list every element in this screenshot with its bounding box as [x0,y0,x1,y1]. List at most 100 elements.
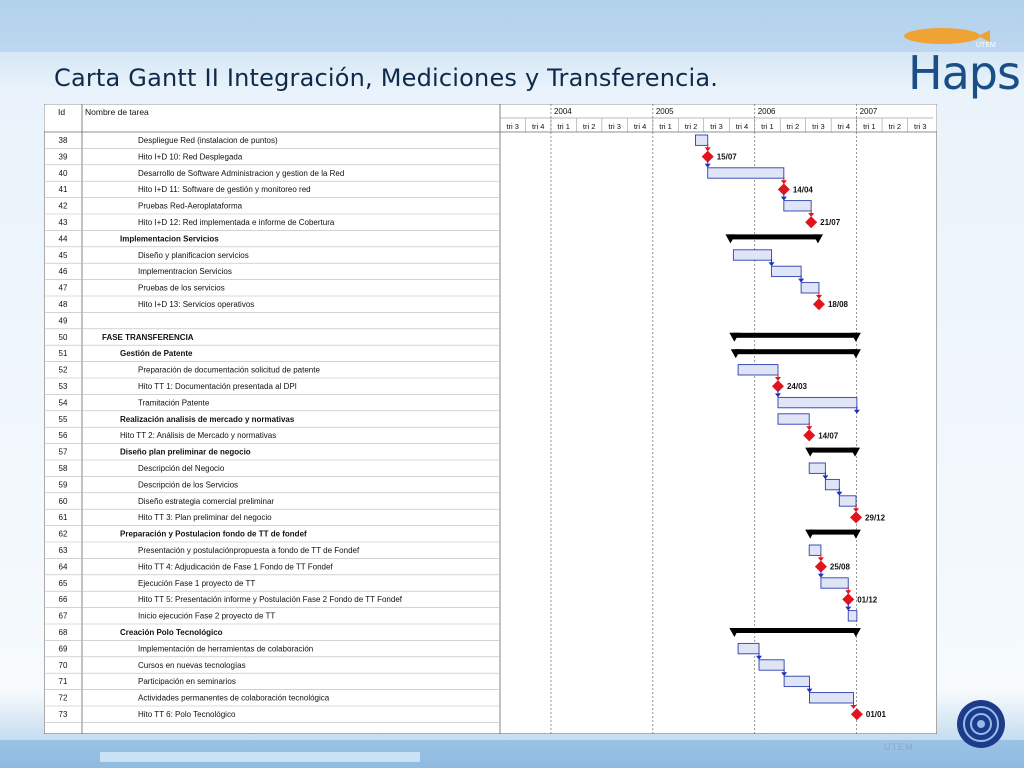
quarter-label: tri 1 [863,122,876,131]
year-label: 2007 [860,107,878,116]
task-name: Pruebas de los servicios [138,284,225,293]
task-name: Pruebas Red-Aeroplataforma [138,202,243,211]
quarter-label: tri 3 [710,122,723,131]
milestone-date-label: 29/12 [865,513,886,522]
task-name: Hito TT 3: Plan preliminar del negocio [138,513,272,522]
dependency-arrowhead [845,590,852,595]
milestone-diamond [850,511,863,524]
column-header-id: Id [58,107,65,117]
dependency-arrowhead [780,196,787,201]
task-id: 60 [59,497,68,506]
summary-end-cap [850,349,861,359]
dependency-arrowhead [774,393,781,398]
task-bar [809,692,854,704]
task-name: Hito TT 5: Presentación informe y Postul… [138,595,403,604]
task-bar [771,265,802,278]
task-bar [737,364,779,376]
milestone-date-label: 14/04 [793,185,814,194]
task-id: 72 [59,694,68,703]
dependency-arrowhead [836,491,843,496]
task-name: Diseño plan preliminar de negocio [120,448,251,457]
task-id: 49 [59,316,68,325]
task-name: Implementracion Servicios [138,267,232,276]
task-id: 43 [59,218,68,227]
task-id: 66 [59,595,68,604]
summary-start-cap [729,628,740,637]
dependency-arrowhead [845,606,852,611]
quarter-label: tri 4 [838,122,851,131]
summary-start-cap [729,332,740,342]
task-name: Diseño y planificacion servicios [138,251,249,260]
quarter-label: tri 4 [634,122,647,131]
task-id: 58 [59,464,68,473]
logo-tag: UTEM [976,42,996,49]
milestone-date-label: 15/07 [717,153,738,162]
dependency-arrowhead [817,557,824,562]
year-label: 2006 [758,107,776,116]
task-bar [732,249,773,261]
column-header-name: Nombre de tarea [85,107,149,117]
dependency-arrowhead [815,295,822,299]
summary-end-cap [850,628,861,637]
task-name: Tramitación Patente [138,398,210,407]
quarter-label: tri 2 [685,122,698,131]
task-bar [847,610,858,622]
task-id: 42 [59,202,68,211]
dependency-arrowhead [822,475,829,480]
task-id: 47 [59,284,68,293]
quarter-label: tri 2 [787,122,800,131]
task-name: Descripción de los Servicios [138,480,238,489]
task-name: Realización analisis de mercado y normat… [120,415,295,424]
task-id: 54 [59,398,68,407]
milestone-date-label: 24/03 [787,382,808,391]
milestone-diamond [777,183,790,196]
slide-title: Carta Gantt II Integración, Mediciones y… [54,64,719,92]
task-name: Ejecución Fase 1 proyecto de TT [138,579,255,588]
milestone-diamond [701,150,714,163]
quarter-label: tri 3 [608,122,621,131]
dependency-arrowhead [798,278,805,283]
university-seal-icon [957,700,1005,748]
task-bar [694,134,709,146]
task-id: 61 [59,513,68,522]
milestone-date-label: 01/01 [866,710,887,719]
milestone-diamond [814,560,827,573]
summary-start-cap [805,447,816,457]
summary-start-cap [805,529,816,539]
task-bar [758,659,785,671]
task-name: Descripción del Negocio [138,464,225,473]
task-id: 57 [59,448,68,457]
milestone-diamond [842,593,855,606]
task-id: 41 [59,185,68,194]
task-name: Hito TT 1: Documentación presentada al D… [138,382,297,391]
seal-caption: UTEM [884,742,914,752]
task-id: 53 [59,382,68,391]
task-name: Hito I+D 10: Red Desplegada [138,152,243,161]
summary-end-cap [850,332,861,342]
milestone-diamond [850,708,863,721]
summary-bar [733,628,857,633]
task-name: Hito I+D 11: Software de gestión y monit… [138,185,311,194]
haps-logo: Haps UTEM [890,22,1021,104]
task-name: Participación en seminarios [138,677,236,686]
task-id: 45 [59,251,68,260]
summary-end-cap [850,447,861,457]
dependency-arrowhead [806,688,813,693]
task-id: 73 [59,710,68,719]
task-name: Hito TT 6: Polo Tecnológico [138,710,236,719]
blimp-icon [904,28,990,44]
milestone-date-label: 18/08 [828,300,849,309]
dependency-arrowhead [774,377,781,381]
quarter-label: tri 4 [736,122,749,131]
task-id: 62 [59,530,68,539]
milestone-date-label: 25/08 [830,563,851,572]
task-name: Hito TT 2: Análisis de Mercado y normati… [120,431,276,440]
milestone-diamond [771,380,784,393]
task-name: Diseño estrategia comercial preliminar [138,497,274,506]
quarter-label: tri 3 [812,122,825,131]
quarter-label: tri 1 [557,122,570,131]
summary-bar [733,332,857,338]
quarter-label: tri 2 [889,122,902,131]
task-bar [800,282,820,294]
quarter-label: tri 1 [659,122,672,131]
